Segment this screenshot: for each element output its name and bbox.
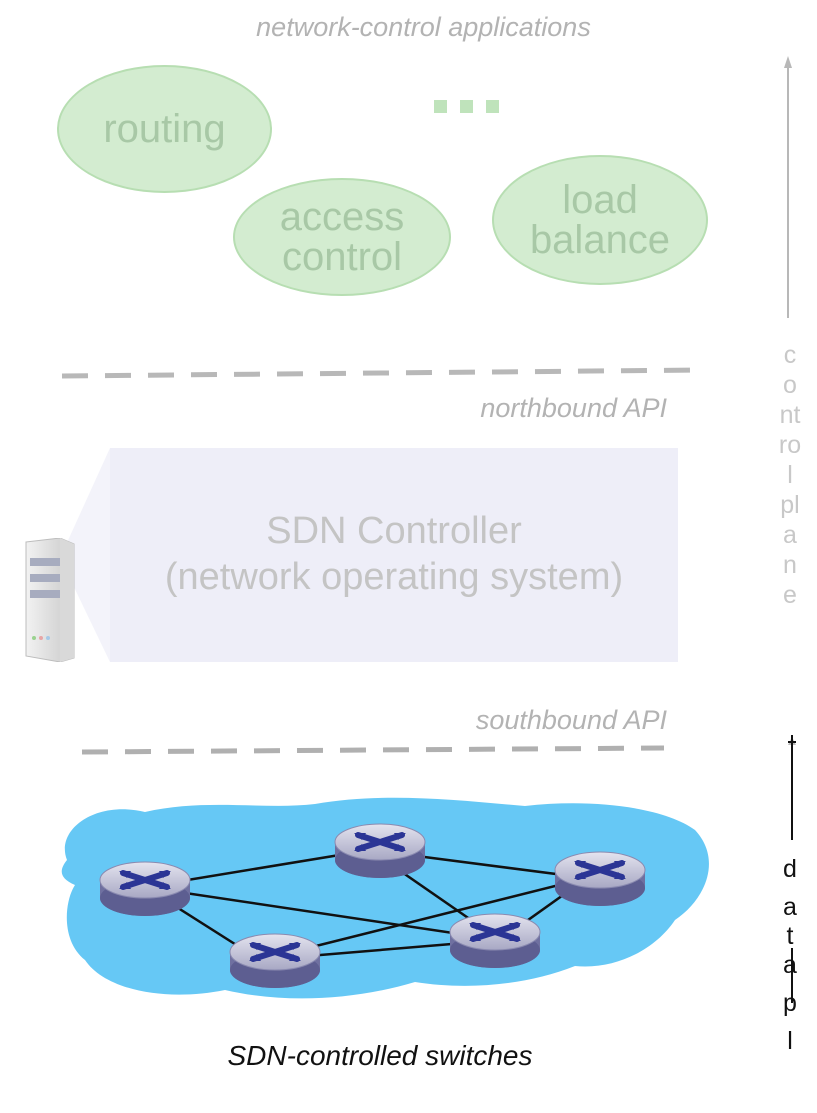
up-arrow-icon — [784, 56, 792, 68]
access-control-app-label-line1: access — [279, 195, 405, 239]
load-balance-app-label-line2: balance — [529, 218, 671, 262]
load-balance-app-oval: load balance — [492, 155, 708, 285]
sdn-controlled-switches-label: SDN-controlled switches — [227, 1040, 533, 1071]
router-icon — [100, 862, 190, 916]
network-control-applications-title: network-control applications — [256, 12, 591, 42]
southbound-api-label: southbound API — [475, 705, 667, 735]
routing-app-oval: routing — [57, 65, 272, 193]
controller-bevel — [60, 448, 120, 662]
sdn-controller-label: SDN Controller (network operating system… — [110, 508, 678, 600]
load-balance-app-label-line1: load — [562, 178, 638, 222]
switch-network — [61, 797, 709, 999]
data-plane-label: d a t a p l — [783, 855, 797, 1055]
northbound-api-label: northbound API — [480, 393, 667, 423]
routing-app-label: routing — [103, 107, 226, 151]
access-control-app-oval: access control — [233, 178, 451, 296]
more-apps-ellipsis — [434, 100, 504, 116]
northbound-dashed-line — [61, 367, 705, 379]
sdn-controller-subtitle: (network operating system) — [164, 556, 624, 598]
southbound-dashed-line — [81, 745, 665, 755]
access-control-app-label-line2: control — [281, 235, 403, 279]
network-cloud — [61, 797, 709, 999]
sdn-controller-title: SDN Controller — [266, 510, 522, 552]
control-plane-label: c o nt ro l pl a n e — [778, 341, 802, 609]
router-icon — [450, 914, 540, 968]
server-icon — [25, 538, 75, 662]
router-icon — [230, 934, 320, 988]
sdn-controller-box — [110, 448, 678, 662]
router-icon — [555, 852, 645, 906]
router-icon — [335, 824, 425, 878]
